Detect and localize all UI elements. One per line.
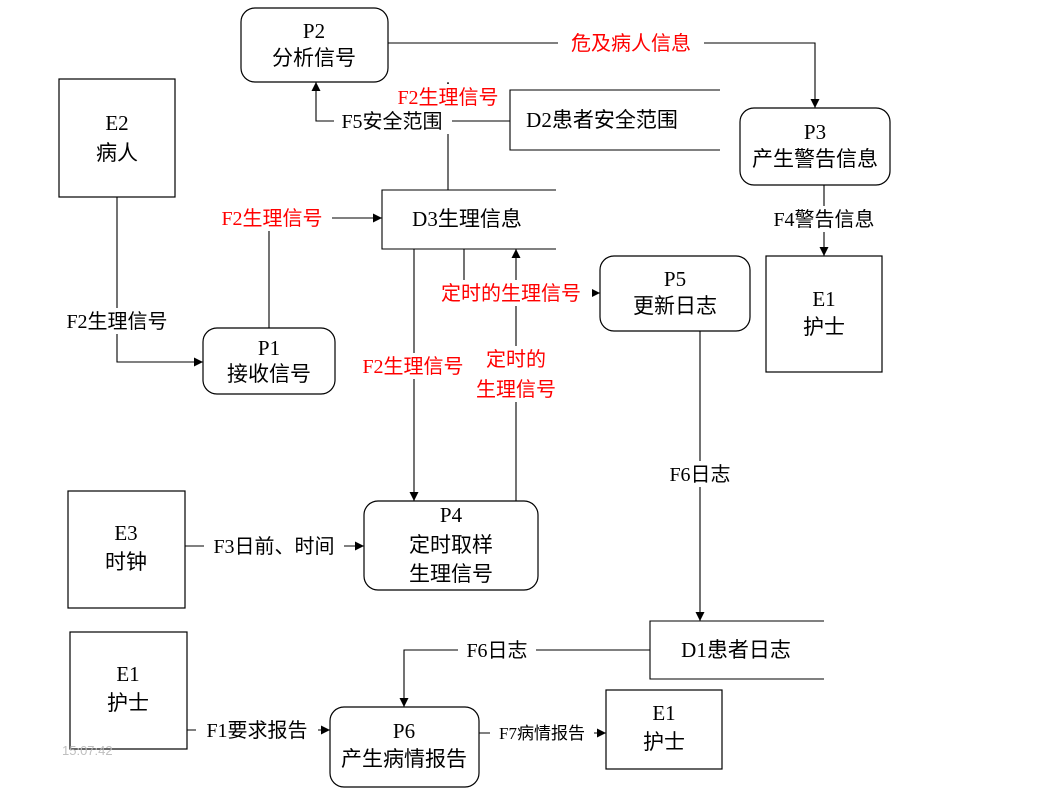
flow-p1-to-d3 [268,213,382,328]
entity-e1-bottom: E1 护士 [605,689,723,770]
label-danger-info-text: 危及病人信息 [571,32,691,55]
label-f7: F7病情报告 [490,722,594,744]
label-timed-p4-d3-line2: 生理信号 [476,378,556,401]
label-f3-text: F3日前、时间 [213,535,334,558]
label-f2-to-p2-text: F2生理信号 [397,86,498,109]
store-d1-label: D1患者日志 [681,638,791,662]
slide-timestamp: 15:07:42 [62,743,113,758]
process-p4-id: P4 [440,503,463,527]
store-d1: D1患者日志 [649,620,824,680]
process-p3-name: 产生警告信息 [752,147,878,171]
entity-e1-top: E1 护士 [765,255,883,373]
process-p1: P1 接收信号 [202,327,336,395]
process-p4-name-line2: 生理信号 [409,562,493,586]
flow-e2-to-p1 [116,197,203,367]
process-p6: P6 产生病情报告 [329,706,480,788]
entity-e3-name: 时钟 [105,550,147,574]
process-p5-name: 更新日志 [633,294,717,318]
label-f6-d1-p6-text: F6日志 [466,639,527,662]
entity-e1-bottom-id: E1 [652,701,675,725]
label-f5-text: F5安全范围 [341,110,442,133]
label-f7-text: F7病情报告 [499,724,585,743]
label-f2-p1-d3: F2生理信号 [212,205,332,231]
process-p6-id: P6 [393,719,415,743]
process-p1-name: 接收信号 [227,362,311,386]
entity-e2: E2 病人 [58,78,176,198]
process-p1-id: P1 [258,336,280,360]
label-f2-d3-p4: F2生理信号 [354,353,472,379]
label-danger-info: 危及病人信息 [558,30,704,56]
label-timed-to-p5-text: 定时的生理信号 [441,282,581,305]
process-p4: P4 定时取样 生理信号 [363,500,539,591]
process-p2-id: P2 [303,19,325,43]
label-f2-e2-p1-text: F2生理信号 [66,310,167,333]
process-p5: P5 更新日志 [599,255,751,332]
entity-e2-name: 病人 [96,141,138,165]
entity-e1-top-id: E1 [812,287,835,311]
label-f1: F1要求报告 [196,717,318,743]
label-f3: F3日前、时间 [204,533,344,559]
entity-e3-id: E3 [114,521,137,545]
process-p3-id: P3 [804,120,826,144]
label-f6-d1-p6: F6日志 [458,637,536,663]
entity-e1-top-name: 护士 [803,315,845,339]
label-timed-p4-d3-line1: 定时的 [486,348,546,371]
label-timed-to-p5: 定时的生理信号 [430,280,592,306]
process-p5-id: P5 [664,267,686,291]
entity-e1-left-name: 护士 [107,691,149,715]
store-d2-label: D2患者安全范围 [526,108,678,132]
flow-p2-to-p3 [388,42,820,108]
label-f5: F5安全范围 [334,109,452,134]
entity-e3: E3 时钟 [67,490,186,609]
process-p3: P3 产生警告信息 [739,107,891,186]
label-f6-p5-d1: F6日志 [660,461,740,487]
entity-e1-left: E1 护士 [69,631,188,750]
label-f2-to-p2: F2生理信号 [388,84,508,110]
label-f6-p5-d1-text: F6日志 [669,463,730,486]
store-d2: D2患者安全范围 [509,89,720,151]
label-f4: F4警告信息 [764,206,884,232]
process-p2: P2 分析信号 [240,7,389,83]
label-f2-d3-p4-text: F2生理信号 [362,355,463,378]
store-d3: D3生理信息 [381,189,556,250]
entity-e1-bottom-name: 护士 [643,730,685,754]
store-d3-label: D3生理信息 [412,207,522,231]
label-f4-text: F4警告信息 [773,208,874,231]
flow-d1-to-p6 [399,649,650,707]
label-f1-text: F1要求报告 [206,719,307,742]
label-timed-p4-d3: 定时的 生理信号 [476,346,560,402]
process-p2-name: 分析信号 [272,46,356,70]
entity-e2-id: E2 [105,111,128,135]
entity-e1-left-id: E1 [116,662,139,686]
process-p4-name-line1: 定时取样 [409,533,493,557]
label-f2-p1-d3-text: F2生理信号 [221,207,322,230]
label-f2-e2-p1: F2生理信号 [57,308,177,334]
process-p6-name: 产生病情报告 [341,747,467,771]
